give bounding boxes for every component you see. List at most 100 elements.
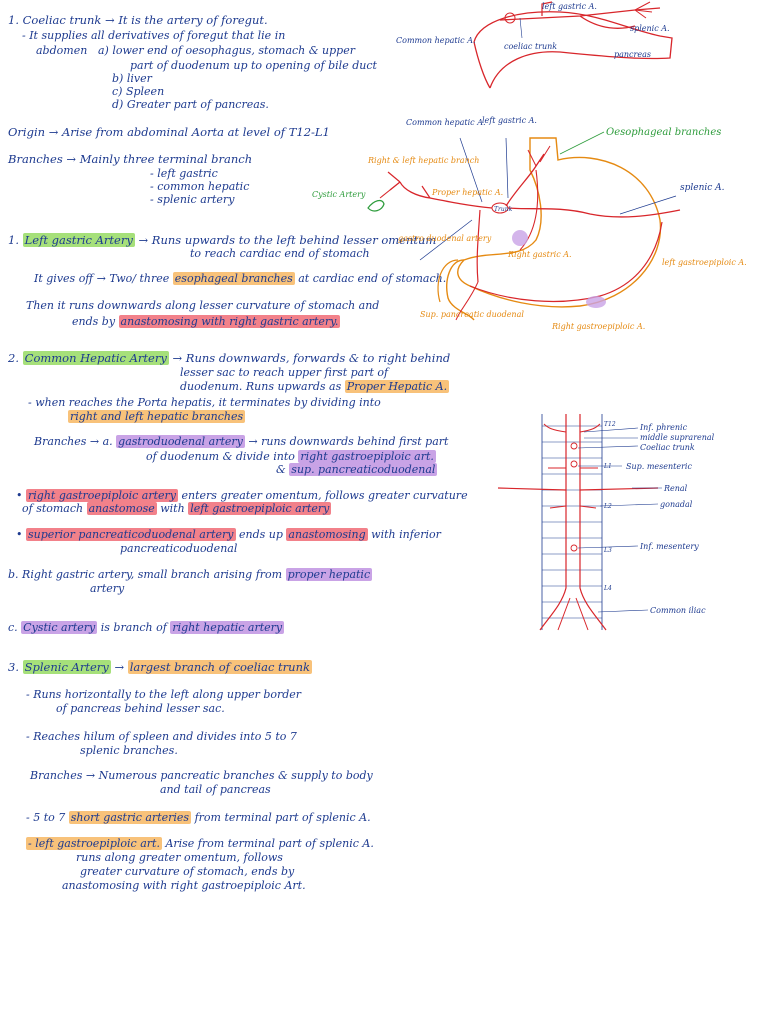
splenic-heading: 3. Splenic Artery → largest branch of co… — [8, 660, 312, 674]
label-common-hepatic: Common hepatic A. — [396, 36, 476, 45]
definition-text: It is the artery of foregut. — [118, 13, 268, 27]
highlight: superior pancreaticoduodenal artery — [26, 528, 236, 541]
label-common-iliac: Common iliac — [650, 606, 706, 615]
supply-c: c) Spleen — [112, 85, 165, 98]
short-gastric-line: - 5 to 7 short gastric arteries from ter… — [26, 811, 371, 824]
lge-cont: greater curvature of stomach, ends by — [80, 865, 295, 878]
label-left-gastroepiploic: left gastroepiploic A. — [662, 258, 747, 267]
text: It gives off → Two/ three — [34, 272, 170, 285]
label-gonadal: gonadal — [660, 500, 693, 509]
lge-cont: anastomosing with right gastroepiploic A… — [62, 879, 306, 892]
highlight: anastomose — [86, 502, 157, 515]
when-line: - when reaches the Porta hepatis, it ter… — [28, 396, 381, 409]
highlight: Proper Hepatic A. — [344, 380, 450, 393]
label-splenic: splenic A. — [630, 24, 670, 33]
label-sup-mesenteric: Sup. mesenteric — [626, 462, 692, 471]
text: & — [276, 463, 286, 476]
text: Arise from terminal part of splenic A. — [165, 837, 374, 850]
label-renal: Renal — [664, 484, 688, 493]
reaches-line-2: splenic branches. — [80, 744, 178, 757]
text: duodenum. Runs upwards as — [180, 380, 342, 393]
text: at cardiac end of stomach. — [298, 272, 447, 285]
text: with — [160, 502, 185, 515]
text: enters greater omentum, follows greater … — [181, 489, 468, 502]
label-inf-mesentery: Inf. mesentery — [640, 542, 699, 551]
label-gastroduodenal: gastro duodenal artery — [398, 234, 492, 243]
text: is branch of — [100, 621, 167, 634]
text: - 5 to 7 — [26, 811, 66, 824]
supply-d: d) Greater part of pancreas. — [112, 98, 269, 111]
description: → Runs downwards, forwards & to right be… — [172, 351, 451, 365]
right-gastric-cont: artery — [90, 582, 125, 595]
text: → — [114, 660, 125, 674]
text: c. — [8, 621, 18, 634]
description: → Runs upwards to the left behind lesser… — [138, 233, 437, 247]
label-l1: L1 — [604, 463, 612, 470]
stomach-arteries-figure — [367, 131, 681, 321]
description-cont: to reach cardiac end of stomach — [190, 247, 370, 260]
label-cystic-artery: Cystic Artery — [312, 190, 366, 199]
section-title: Left gastric Artery — [22, 233, 135, 247]
bullet-sup-pancreatico: • superior pancreaticoduodenal artery en… — [16, 528, 441, 541]
section-title: Splenic Artery — [22, 660, 111, 674]
common-hepatic-heading: 2. Common Hepatic Artery → Runs downward… — [8, 351, 451, 365]
label-splenic: splenic A. — [680, 183, 725, 193]
left-gastroepiploic-line: - left gastroepiploic art. Arise from te… — [26, 837, 374, 850]
label-trunk: Trunk — [494, 206, 513, 213]
section-heading-coeliac: 1. Coeliac trunk → It is the artery of f… — [8, 14, 268, 26]
heading-text: 1. Coeliac trunk — [8, 13, 102, 27]
label-left-gastric: left gastric A. — [482, 116, 537, 125]
label-l2: L2 — [604, 503, 612, 510]
label-middle-suprarenal: middle suprarenal — [640, 433, 715, 442]
label-coeliac-trunk: Coeliac trunk — [640, 443, 695, 452]
label-right-left-hepatic: Right & left hepatic branch — [368, 156, 480, 165]
supply-a-cont: part of duodenum up to opening of bile d… — [130, 59, 377, 72]
runs-line-2: of pancreas behind lesser sac. — [56, 702, 225, 715]
label-inf-phrenic: Inf. phrenic — [640, 423, 688, 432]
text: from terminal part of splenic A. — [194, 811, 371, 824]
lge-cont: runs along greater omentum, follows — [76, 851, 283, 864]
description-cont: duodenum. Runs upwards as Proper Hepatic… — [180, 380, 450, 393]
section-title: Common Hepatic Artery — [22, 351, 169, 365]
abdominal-aorta-figure — [497, 414, 662, 631]
highlight: gastroduodenal artery — [116, 435, 245, 448]
highlight: anastomosing — [286, 528, 368, 541]
bullet-cont: pancreaticoduodenal — [120, 542, 238, 555]
label-l4: L4 — [604, 585, 612, 592]
highlight: short gastric arteries — [68, 811, 192, 824]
origin-line: Origin → Arise from abdominal Aorta at l… — [8, 125, 330, 139]
branches-intro: Branches → Mainly three terminal branch — [8, 152, 253, 166]
label-t12: T12 — [604, 421, 616, 428]
label-l3: L3 — [604, 547, 612, 554]
then-line: Then it runs downwards along lesser curv… — [26, 299, 380, 312]
highlight: Cystic artery — [21, 621, 98, 634]
cystic-line: c. Cystic artery is branch of right hepa… — [8, 621, 285, 634]
branch-item: - splenic artery — [150, 193, 235, 206]
text: ends up — [239, 528, 283, 541]
supply-a: a) lower end of oesophagus, stomach & up… — [98, 44, 355, 57]
label-sup-pancreatic-duodenal: Sup. pancreatic duodenal — [420, 310, 524, 319]
text: b. Right gastric artery, small branch ar… — [8, 568, 283, 581]
branches-line: Branches → Numerous pancreatic branches … — [30, 769, 373, 782]
text: of stomach — [22, 502, 84, 515]
text: → runs downwards behind first part — [248, 435, 449, 448]
highlight: anastomosing with right gastric artery. — [118, 315, 341, 328]
highlight: largest branch of coeliac trunk — [127, 660, 312, 674]
label-pancreas: pancreas — [614, 50, 651, 59]
when-line-2: right and left hepatic branches — [68, 410, 246, 423]
highlight: right and left hepatic branches — [68, 410, 246, 423]
highlight: right gastroepiploic art. — [298, 450, 436, 463]
highlight: right gastroepiploic artery — [26, 489, 179, 502]
left-gastric-heading: 1. Left gastric Artery → Runs upwards to… — [8, 233, 437, 247]
branches-line: Branches → a. gastroduodenal artery → ru… — [34, 435, 449, 448]
label-right-gastroepiploic: Right gastroepiploic A. — [552, 322, 646, 331]
label-proper-hepatic: Proper hepatic A. — [432, 188, 504, 197]
supply-line: - It supplies all derivatives of foregut… — [22, 29, 286, 42]
label-coeliac-trunk: coeliac trunk — [504, 42, 558, 51]
then-line-2: ends by anastomosing with right gastric … — [72, 315, 341, 328]
highlight: - left gastroepiploic art. — [26, 837, 162, 850]
coeliac-sketch-figure — [473, 1, 673, 89]
reaches-line: - Reaches hilum of spleen and divides in… — [26, 730, 297, 743]
label-left-gastric: left gastric A. — [542, 2, 597, 11]
section-number: 2. — [8, 351, 19, 365]
